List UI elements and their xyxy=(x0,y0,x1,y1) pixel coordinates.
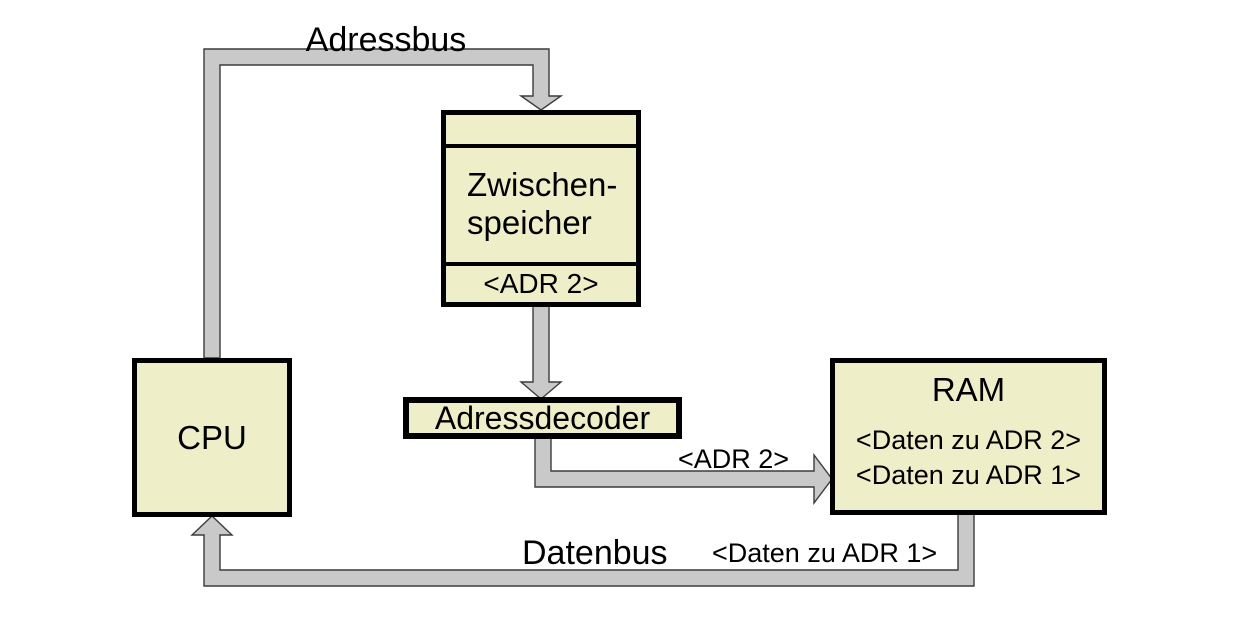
adressbus-label: Adressbus xyxy=(305,21,467,59)
adressdecoder-label: Adressdecoder xyxy=(434,399,651,436)
daten-zu-adr1-bus-label: <Daten zu ADR 1> xyxy=(712,538,938,568)
adressbus-pipe-arrow xyxy=(203,48,564,359)
zwischenspeicher-title: Zwischen- speicher xyxy=(446,148,636,266)
decoder-to-ram-arrow xyxy=(534,436,833,506)
cpu-label: CPU xyxy=(177,418,247,456)
ram-label: RAM xyxy=(931,371,1006,408)
datenbus-pipe-arrow xyxy=(190,512,975,587)
adr2-bus-label: <ADR 2> xyxy=(678,444,790,474)
ram-box: RAM <Daten zu ADR 2> <Daten zu ADR 1> xyxy=(830,358,1107,515)
ram-data-row-adr1: <Daten zu ADR 1> xyxy=(855,460,1082,490)
zwischenspeicher-adr2-slot: <ADR 2> xyxy=(483,268,599,299)
zwischenspeicher-empty-slot xyxy=(446,115,636,148)
buffer-to-decoder-arrow xyxy=(519,304,563,400)
zwischenspeicher-title-line2: speicher xyxy=(467,204,592,241)
adressdecoder-box: Adressdecoder xyxy=(403,397,682,439)
zwischenspeicher-title-line1: Zwischen- xyxy=(467,166,618,203)
ram-data-row-adr2: <Daten zu ADR 2> xyxy=(855,425,1082,455)
datenbus-label: Datenbus xyxy=(522,534,668,572)
zwischenspeicher-box: Zwischen- speicher <ADR 2> xyxy=(441,110,641,307)
cpu-box: CPU xyxy=(132,358,292,517)
